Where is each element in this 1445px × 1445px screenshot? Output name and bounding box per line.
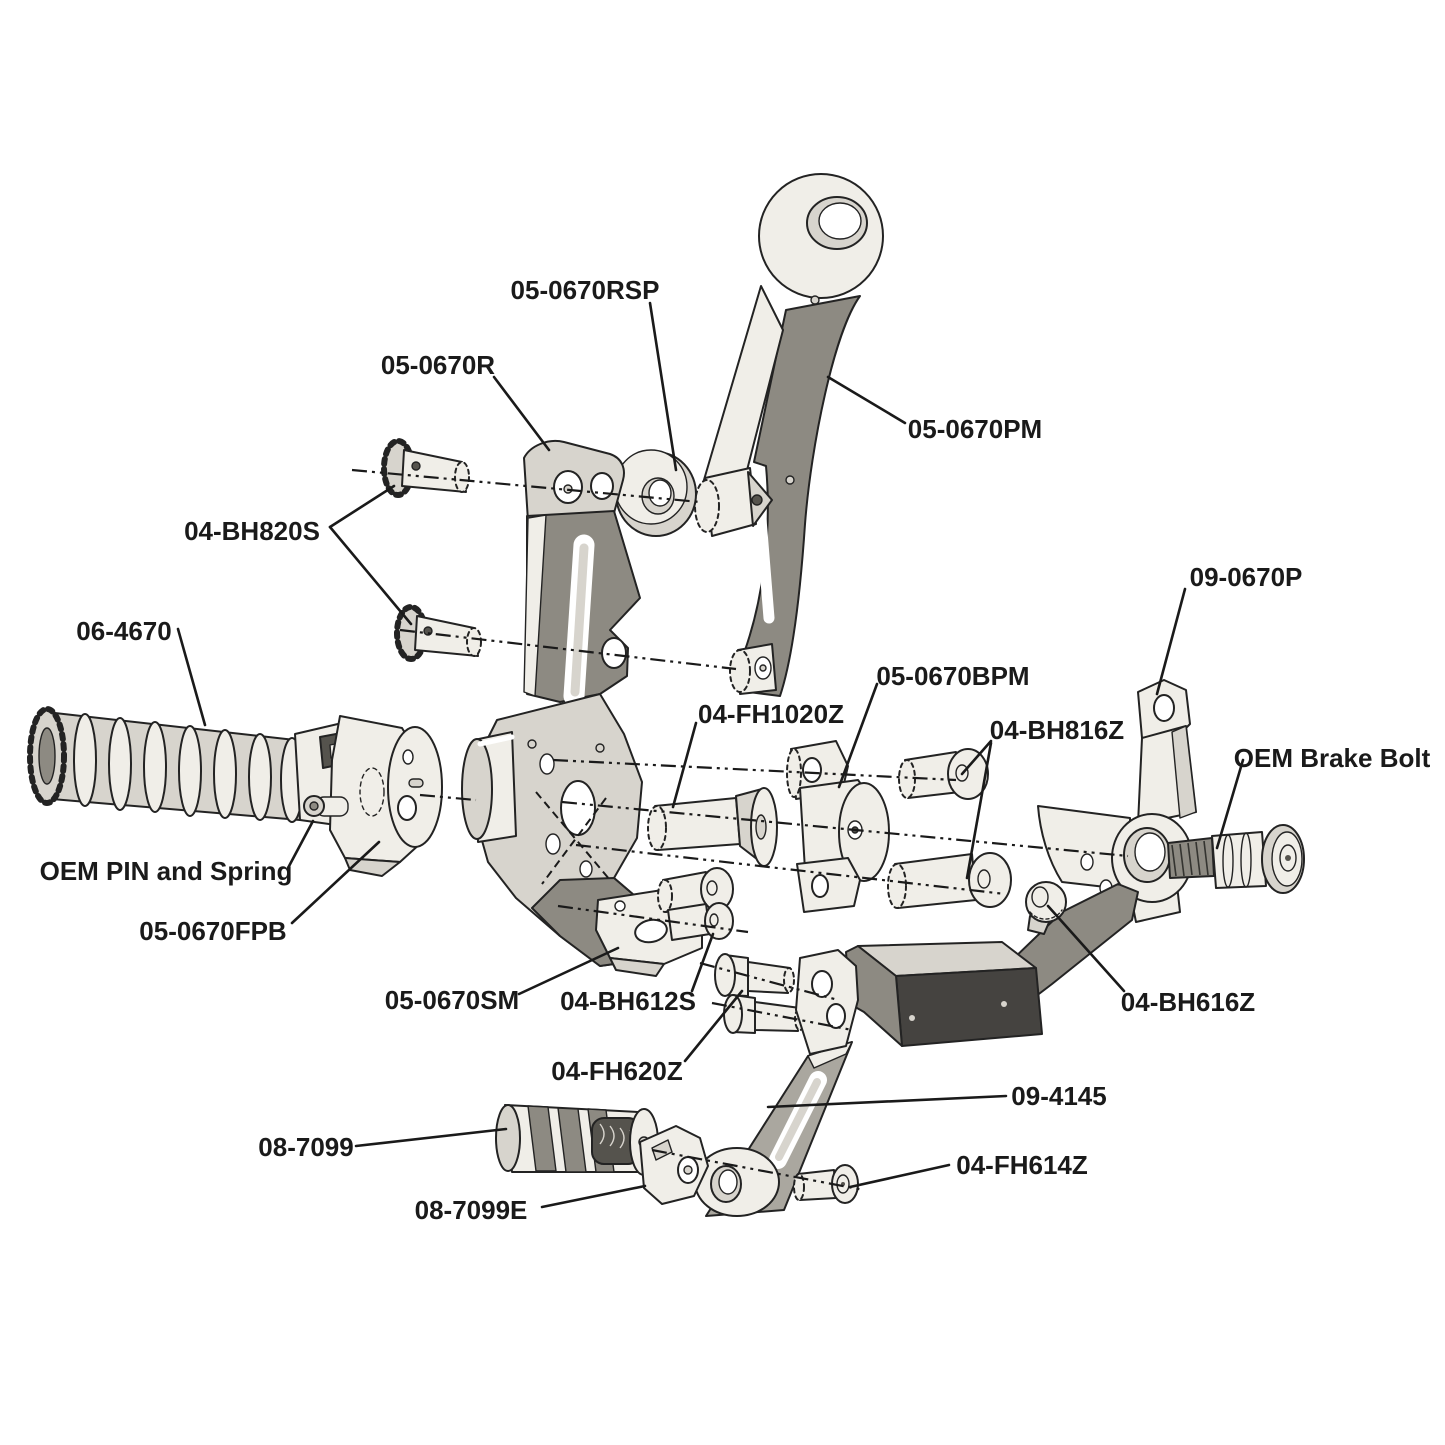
label-bh616z: 04-BH616Z (1121, 987, 1256, 1017)
leader-bh816z (965, 741, 993, 880)
part-button-bolt-816z-1 (898, 748, 989, 800)
leader-pm (826, 375, 907, 425)
leader-fh1020z (671, 721, 698, 809)
label-bh820s: 04-BH820S (184, 516, 320, 546)
part-flathead-bolt-614z (793, 1164, 859, 1204)
part-flathead-bolt-620z-1 (714, 953, 795, 997)
part-labels: 05-0670RSP 05-0670R 05-0670PM 04-BH820S 06-4… (40, 275, 1431, 1225)
label-sm: 05-0670SM (385, 985, 519, 1015)
label-oem-pin: OEM PIN and Spring (40, 856, 293, 886)
leader-bh816z (960, 739, 993, 776)
leader-bpm (837, 682, 879, 789)
part-oem-brake-bolt (1167, 824, 1305, 894)
leader-s7099e (540, 1184, 647, 1209)
assembly-centerlines (351, 468, 1129, 1192)
part-ball-bolt-616z (1025, 881, 1067, 935)
part-main-bracket (461, 440, 661, 967)
part-shift-peg-end (639, 1125, 709, 1205)
label-bh612s: 04-BH612S (560, 986, 696, 1016)
part-flathead-bolt-620z-2 (723, 994, 806, 1034)
part-return-spring-washer (614, 449, 697, 537)
label-fh1020z: 04-FH1020Z (698, 699, 844, 729)
label-fh620z: 04-FH620Z (551, 1056, 683, 1086)
leader-a4145 (766, 1094, 1008, 1109)
part-oem-pin (303, 795, 349, 817)
leader-oem-pin (286, 819, 315, 870)
part-brake-pedal (845, 679, 1197, 1047)
part-socket-bolt-820s-1 (381, 438, 470, 498)
part-foot-peg-hinge (303, 715, 443, 877)
leader-s7099 (354, 1127, 508, 1148)
part-pressure-arm (694, 173, 884, 697)
part-button-bolt-816z-2 (887, 852, 1012, 909)
leader-sm (517, 946, 620, 996)
leader-bh616z (1046, 904, 1126, 993)
label-pm: 05-0670PM (908, 414, 1042, 444)
label-bpm: 05-0670BPM (876, 661, 1029, 691)
part-button-bolt-612s (657, 867, 734, 941)
leader-bh612s (690, 932, 715, 993)
leader-oem-brake-bolt (1215, 758, 1245, 850)
leader-bh820s (328, 525, 413, 626)
label-peg: 06-4670 (76, 616, 171, 646)
leader-lines (176, 301, 1245, 1209)
part-shift-peg (495, 1104, 659, 1176)
leader-p0670p (1155, 587, 1187, 696)
label-a4145: 09-4145 (1011, 1081, 1106, 1111)
label-fh614z: 04-FH614Z (956, 1150, 1088, 1180)
label-rsp: 05-0670RSP (511, 275, 660, 305)
leader-fpb (290, 840, 381, 925)
leader-peg (176, 627, 207, 727)
part-brake-pedal-mount (786, 740, 890, 913)
leader-r (492, 375, 551, 452)
label-bh816z: 04-BH816Z (990, 715, 1125, 745)
part-shift-arm (694, 949, 859, 1217)
leader-fh620z (683, 989, 744, 1063)
leader-bh820s (328, 484, 396, 529)
label-p0670p: 09-0670P (1190, 562, 1303, 592)
leader-rsp (648, 301, 678, 472)
part-flathead-bolt-1020z (647, 787, 778, 867)
part-socket-bolt-820s-2 (394, 604, 482, 662)
label-fpb: 05-0670FPB (139, 916, 286, 946)
label-s7099: 08-7099 (258, 1132, 353, 1162)
leader-fh614z (848, 1163, 951, 1189)
label-oem-brake-bolt: OEM Brake Bolt (1234, 743, 1431, 773)
label-r: 05-0670R (381, 350, 495, 380)
label-s7099e: 08-7099E (415, 1195, 528, 1225)
